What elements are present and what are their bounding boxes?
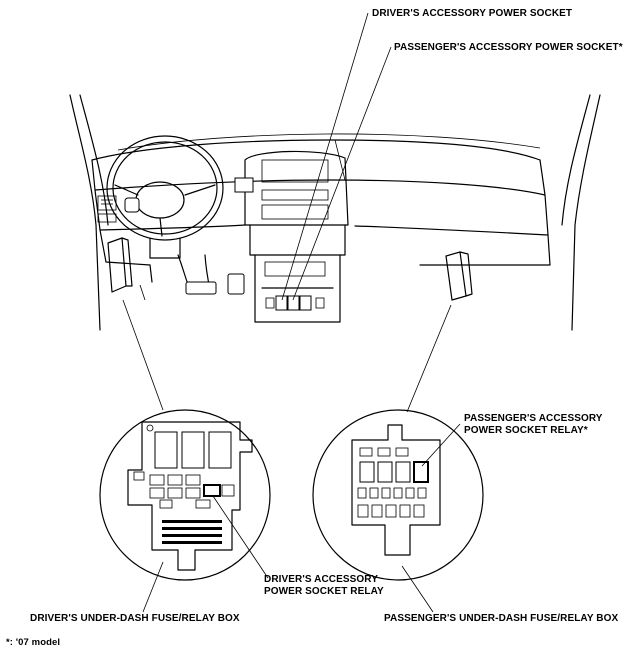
label-drivers-fuse-box: DRIVER'S UNDER-DASH FUSE/RELAY BOX	[30, 613, 240, 624]
windshield-pillars	[69, 94, 601, 331]
label-passengers-accessory-power-socket: PASSENGER'S ACCESSORY POWER SOCKET*	[394, 42, 623, 53]
passengers-fuse-box-detail	[312, 409, 484, 613]
pedals	[139, 254, 245, 301]
fuse-rows	[162, 520, 222, 544]
center-stack	[234, 150, 349, 323]
label-drivers-accessory-power-socket: DRIVER'S ACCESSORY POWER SOCKET	[372, 8, 573, 19]
drivers-fuse-box-location	[107, 237, 133, 293]
passengers-fuse-box-location	[445, 251, 473, 301]
label-passengers-relay-line2: POWER SOCKET RELAY*	[464, 425, 588, 436]
steering-wheel	[106, 135, 224, 259]
leader-lines	[122, 12, 452, 413]
left-vents	[97, 195, 117, 223]
drivers-fuse-box-detail	[99, 409, 271, 613]
label-drivers-relay-line1: DRIVER'S ACCESSORY	[264, 574, 379, 585]
label-drivers-relay-line2: POWER SOCKET RELAY	[264, 586, 384, 597]
dashboard-outline	[91, 139, 551, 266]
label-passengers-relay-line1: PASSENGER'S ACCESSORY	[464, 413, 603, 424]
label-passengers-fuse-box: PASSENGER'S UNDER-DASH FUSE/RELAY BOX	[384, 613, 619, 624]
footnote: *: '07 model	[6, 637, 61, 648]
